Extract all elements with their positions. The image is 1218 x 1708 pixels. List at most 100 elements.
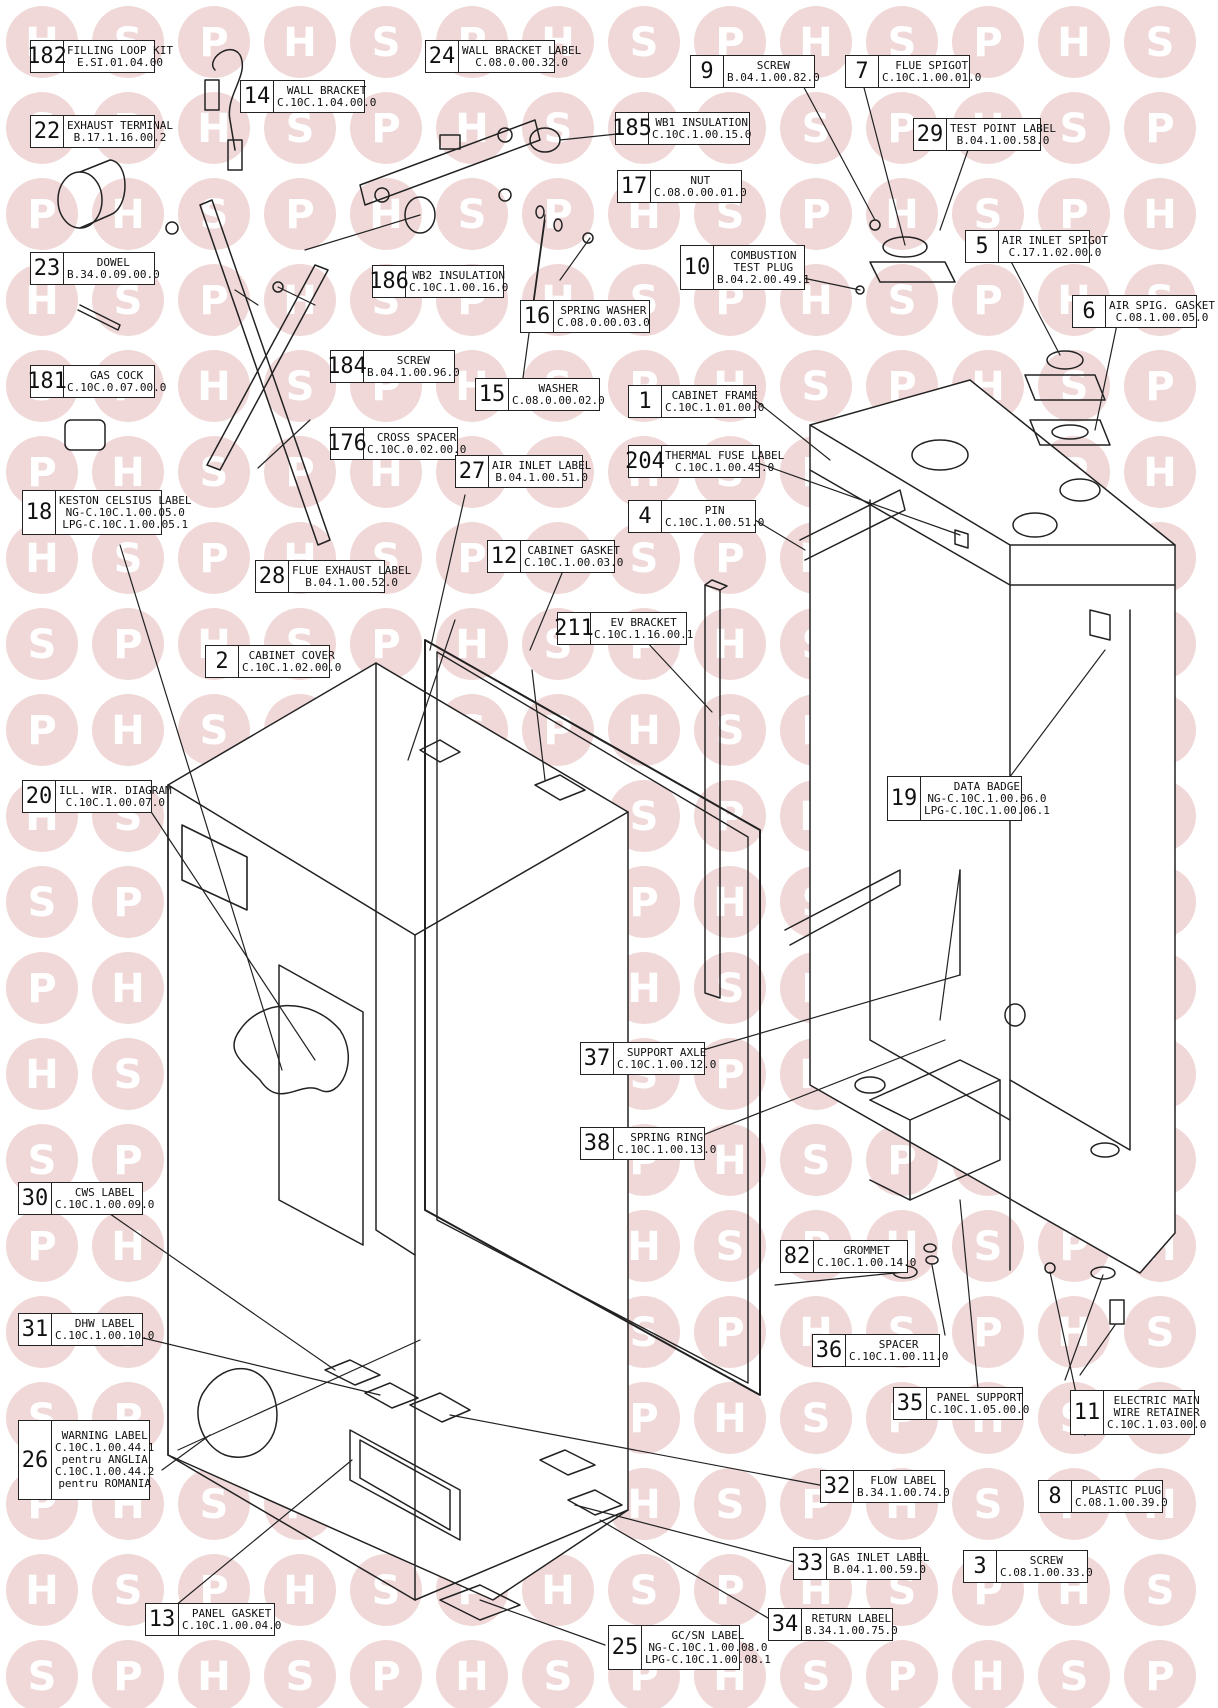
watermark-disc [1124, 178, 1196, 250]
watermark-disc [522, 1554, 594, 1626]
watermark-letter: S [28, 1138, 57, 1184]
watermark-disc [6, 1210, 78, 1282]
watermark-letter: H [111, 966, 144, 1012]
watermark-disc [350, 608, 422, 680]
watermark-letter: P [1145, 1654, 1174, 1700]
watermark-letter: H [885, 192, 918, 238]
watermark-disc [6, 608, 78, 680]
watermark-disc [694, 1468, 766, 1540]
watermark-disc [6, 952, 78, 1024]
watermark-disc [522, 92, 594, 164]
watermark-disc [1124, 436, 1196, 508]
watermark-letter: S [802, 364, 831, 410]
watermark-disc [350, 92, 422, 164]
watermark-letter: H [25, 1052, 58, 1098]
watermark-disc [264, 178, 336, 250]
watermark-disc [92, 1640, 164, 1708]
watermark-letter: S [630, 20, 659, 66]
watermark-letter: S [372, 1568, 401, 1614]
watermark-letter: S [1146, 1310, 1175, 1356]
watermark-disc [6, 1038, 78, 1110]
cabinet-cover [167, 662, 629, 1621]
watermark-disc [178, 178, 250, 250]
watermark-letter: H [455, 1654, 488, 1700]
watermark-disc [92, 608, 164, 680]
watermark-letter: S [1060, 106, 1089, 152]
watermark-letter: H [111, 708, 144, 754]
watermark-disc [6, 1124, 78, 1196]
watermark-letter: H [713, 880, 746, 926]
watermark-letter: P [285, 450, 314, 496]
watermark-disc [952, 1296, 1024, 1368]
watermark-disc [92, 178, 164, 250]
watermark-disc [1038, 1640, 1110, 1708]
watermark-letter: P [27, 192, 56, 238]
watermark-letter: H [971, 1654, 1004, 1700]
watermark-disc [1038, 92, 1110, 164]
watermark-letter: H [1143, 450, 1176, 496]
watermark-letter: S [630, 536, 659, 582]
watermark-disc [178, 264, 250, 336]
watermark-disc [178, 436, 250, 508]
leader-lines [89, 79, 1121, 1646]
watermark-disc [1038, 6, 1110, 78]
watermark-disc [264, 1554, 336, 1626]
watermark-letter: P [973, 20, 1002, 66]
watermark-letter: H [111, 450, 144, 496]
watermark-letter: P [199, 278, 228, 324]
watermark-letter: S [544, 1654, 573, 1700]
watermark-letter: S [28, 622, 57, 668]
watermark-letter: S [1146, 20, 1175, 66]
watermark-disc [1124, 6, 1196, 78]
watermark-disc [264, 264, 336, 336]
watermark-letter: S [716, 1482, 745, 1528]
watermark-letter: P [371, 106, 400, 152]
watermark-letter: S [888, 278, 917, 324]
watermark-letter: P [113, 880, 142, 926]
watermark-disc [264, 6, 336, 78]
watermark-letter: S [114, 536, 143, 582]
watermark-letter: P [715, 1052, 744, 1098]
watermark-disc [780, 178, 852, 250]
watermark-letter: H [627, 966, 660, 1012]
watermark-letter: H [541, 1568, 574, 1614]
watermark-letter: H [369, 192, 402, 238]
watermark-disc [866, 178, 938, 250]
watermark-letter: S [286, 106, 315, 152]
watermark-disc [1038, 1296, 1110, 1368]
watermark-letter: H [283, 20, 316, 66]
watermark-letter: P [27, 966, 56, 1012]
watermark-disc [350, 1640, 422, 1708]
watermark-disc [92, 1038, 164, 1110]
watermark-letter: H [713, 622, 746, 668]
watermark-disc [178, 1640, 250, 1708]
watermark-letter: P [887, 1138, 916, 1184]
cross-spacer [199, 199, 331, 546]
watermark-disc [694, 522, 766, 594]
watermark-letter: S [802, 1654, 831, 1700]
watermark-letter: P [371, 622, 400, 668]
watermark-letter: H [627, 708, 660, 754]
